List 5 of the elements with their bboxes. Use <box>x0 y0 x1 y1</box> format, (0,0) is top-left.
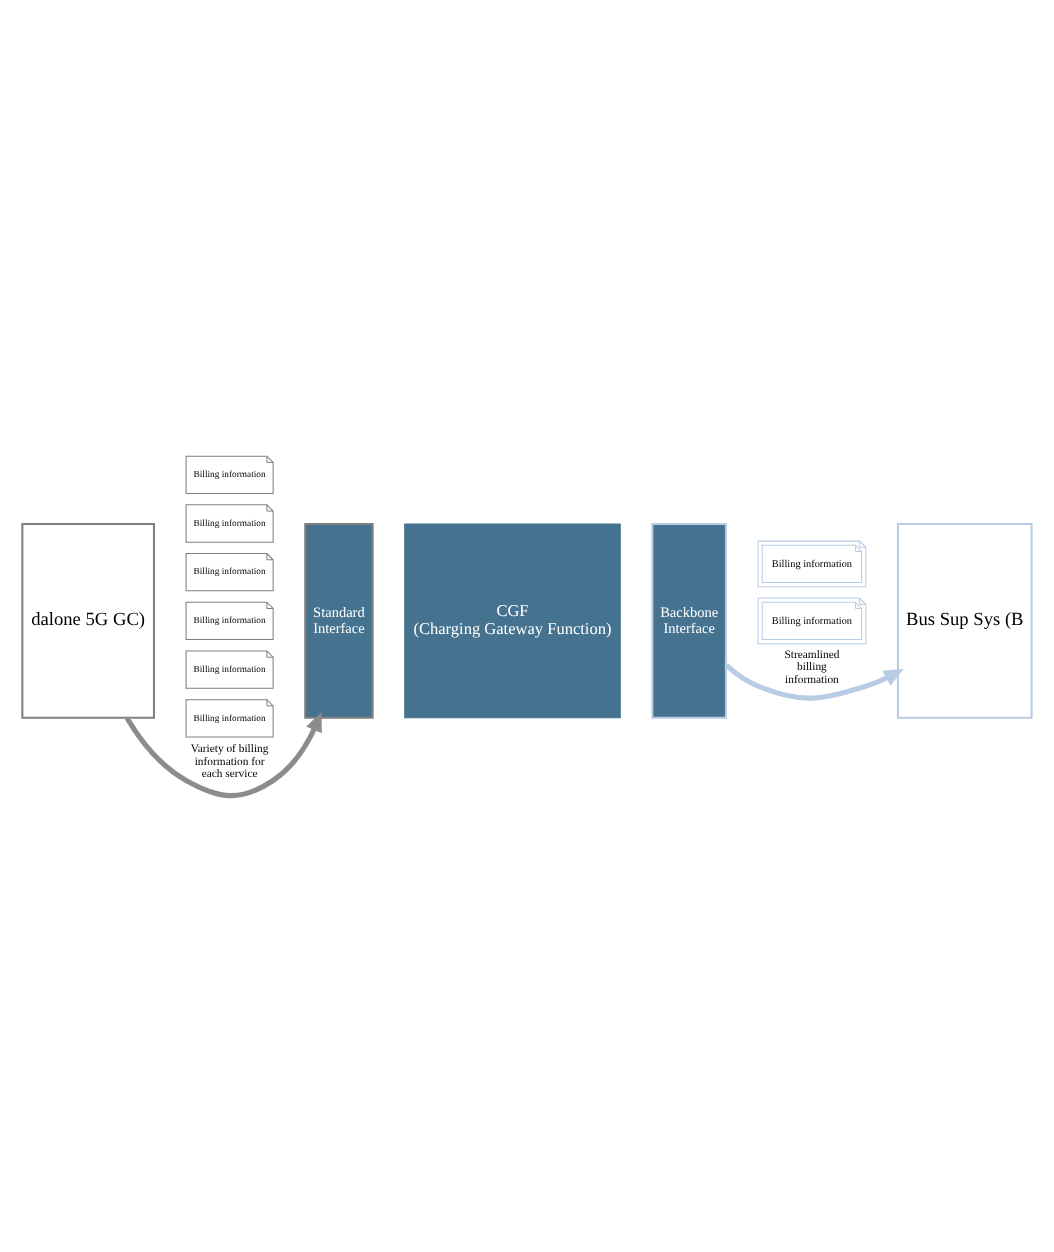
node-box: CGF (Charging Gateway Function) <box>404 523 621 719</box>
arrow <box>724 663 904 701</box>
node-box: Bus Sup Sys (B <box>896 523 1033 719</box>
node-box: dalone 5G GC) <box>21 523 155 719</box>
arrow <box>124 711 322 799</box>
